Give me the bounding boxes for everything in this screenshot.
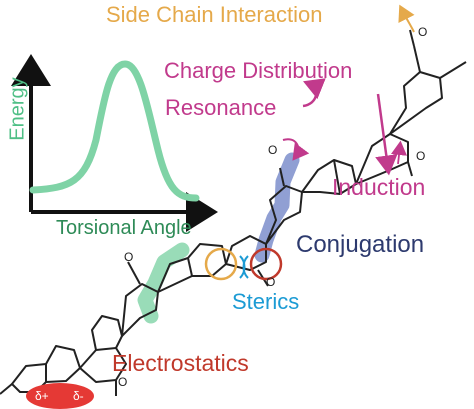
induction-arrow [375,93,398,176]
resonance-arrow [302,78,326,108]
induction-label: Induction [332,174,426,200]
methoxy-label-5: O [416,149,426,163]
charge-arrow-small [282,138,310,161]
side-chain-interaction-label: Side Chain Interaction [106,2,323,27]
side-chain-arrow [398,4,415,33]
dipole-ellipse [26,383,94,409]
methoxy-label-3: O [266,275,276,289]
charge-distribution-label: Charge Distribution [164,58,353,83]
sterics-label: Sterics [232,289,300,314]
small-arrow-right [390,140,408,165]
delta-minus-label: δ- [73,389,84,403]
torsional-angle-axis-label: Torsional Angle [56,217,192,239]
energy-axis-label: Energy [6,77,29,141]
methoxy-label-2: O [118,375,128,389]
green-highlight [137,242,190,324]
delta-plus-label: δ+ [35,389,49,403]
methoxy-label-1: O [124,250,134,264]
sterics-bracket [239,255,249,279]
conjugation-highlight [254,152,300,263]
methoxy-label-6: O [418,25,428,39]
sterics-circle-left [204,247,238,281]
methoxy-label-4: O [268,143,278,157]
substituent-bonds [115,29,421,396]
polymer-backbone [0,61,467,395]
sterics-circle-right [249,247,283,281]
resonance-label: Resonance [165,95,277,120]
energy-curve [29,60,200,202]
electrostatics-label: Electrostatics [112,350,249,376]
energy-plot [11,54,218,232]
conjugation-label: Conjugation [296,231,425,258]
